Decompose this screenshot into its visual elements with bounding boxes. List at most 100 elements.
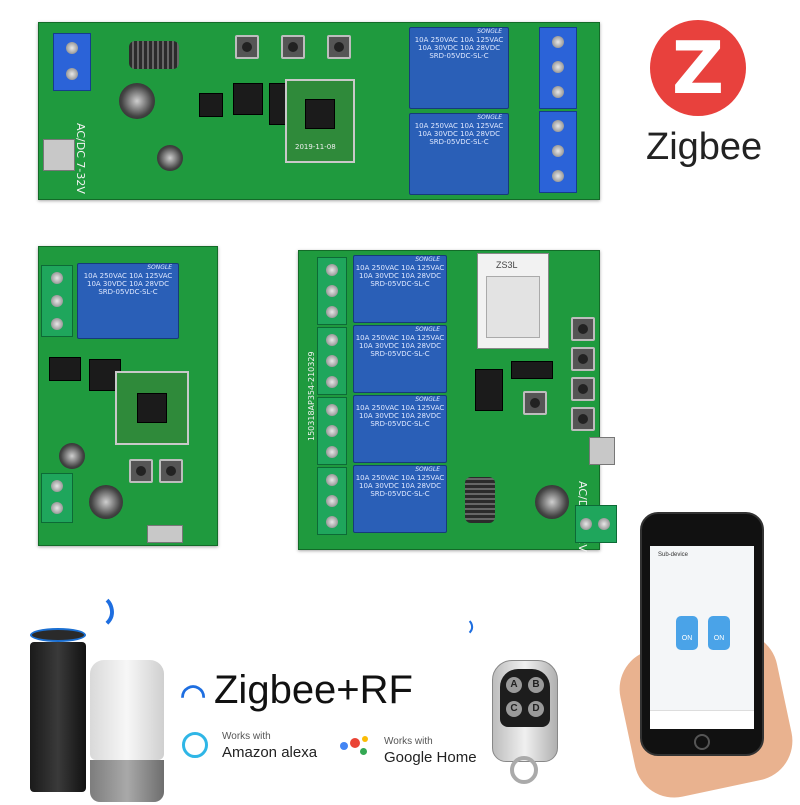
google-assistant-icon: [340, 734, 372, 758]
relay: SONGLE 10A 250VAC 10A 125VAC 10A 30VDC 1…: [409, 27, 509, 109]
rf-remote: A B C D: [492, 660, 558, 762]
output-terminal: [539, 111, 577, 193]
remote-button-c: C: [506, 701, 522, 717]
relay-rating: 10A 250VAC 10A 125VAC 10A 30VDC 10A 28VD…: [355, 474, 445, 498]
home-base: [90, 760, 164, 802]
relay-brand: SONGLE: [477, 114, 502, 121]
ic-chip: [233, 83, 263, 115]
relay: SONGLE 10A 250VAC 10A 125VAC 10A 30VDC 1…: [353, 325, 447, 393]
keyring-icon: [510, 756, 538, 784]
module-code: 2019-11-08: [295, 143, 336, 151]
switch-button-1[interactable]: ON: [676, 616, 698, 650]
ic-chip: [511, 361, 553, 379]
micro-usb-port: [43, 139, 75, 171]
alexa-brand-name: Amazon alexa: [222, 744, 318, 761]
top-relay-board: AC/DC 7-32V 2019-11-08 SONGLE 10A 250VAC…: [38, 22, 600, 200]
alexa-works-with: Works with: [222, 731, 271, 742]
push-button: [523, 391, 547, 415]
zigbee-logo-mark: Z: [671, 26, 725, 110]
ic-chip: [49, 357, 81, 381]
relay: SONGLE 10A 250VAC 10A 125VAC 10A 30VDC 1…: [353, 465, 447, 533]
remote-face: A B C D: [500, 669, 550, 727]
relay: SONGLE 10A 250VAC 10A 125VAC 10A 30VDC 1…: [353, 395, 447, 463]
micro-usb-port: [147, 525, 183, 543]
antenna-coil: [129, 41, 179, 69]
output-terminal: [317, 397, 347, 465]
single-relay-board: SONGLE 10A 250VAC 10A 125VAC 10A 30VDC 1…: [38, 246, 218, 546]
relay-rating: 10A 250VAC 10A 125VAC 10A 30VDC 10A 28VD…: [414, 36, 504, 60]
relay: SONGLE 10A 250VAC 10A 125VAC 10A 30VDC 1…: [353, 255, 447, 323]
zigbee-module: 2019-11-08: [285, 79, 355, 163]
wifi-icon: ◝: [81, 592, 128, 639]
capacitor: [119, 83, 155, 119]
push-button: [571, 407, 595, 431]
remote-button-a: A: [506, 677, 522, 693]
output-terminal: [41, 265, 73, 337]
relay-brand: SONGLE: [415, 256, 440, 263]
phone-screen: Sub-device ON ON: [650, 546, 754, 729]
power-silkscreen: AC/DC 7-32V: [74, 123, 87, 194]
push-button: [159, 459, 183, 483]
relay-brand: SONGLE: [415, 326, 440, 333]
push-button: [281, 35, 305, 59]
zigbee-module: [115, 371, 189, 445]
relay-rating: 10A 250VAC 10A 125VAC 10A 30VDC 10A 28VD…: [355, 264, 445, 288]
relay-rating: 10A 250VAC 10A 125VAC 10A 30VDC 10A 28VD…: [83, 272, 173, 296]
app-header-title: Sub-device: [658, 552, 689, 558]
remote-button-b: B: [528, 677, 544, 693]
relay: SONGLE 10A 250VAC 10A 125VAC 10A 30VDC 1…: [409, 113, 509, 195]
micro-usb-port: [589, 437, 615, 465]
ic-chip: [475, 369, 503, 411]
relay-rating: 10A 250VAC 10A 125VAC 10A 30VDC 10A 28VD…: [355, 404, 445, 428]
push-button: [327, 35, 351, 59]
relay-brand: SONGLE: [415, 396, 440, 403]
google-home-speaker: [90, 660, 164, 802]
alexa-logo-icon: [182, 732, 208, 758]
relay-brand: SONGLE: [477, 28, 502, 35]
push-button: [235, 35, 259, 59]
relay: SONGLE 10A 250VAC 10A 125VAC 10A 30VDC 1…: [77, 263, 179, 339]
relay-rating: 10A 250VAC 10A 125VAC 10A 30VDC 10A 28VD…: [355, 334, 445, 358]
power-terminal: [53, 33, 91, 91]
output-terminal: [317, 327, 347, 395]
ic-chip: [199, 93, 223, 117]
capacitor: [59, 443, 85, 469]
antenna-coil: [465, 477, 495, 523]
switch-button-2[interactable]: ON: [708, 616, 730, 650]
echo-light-ring: [30, 628, 86, 642]
module-shield: [486, 276, 540, 338]
zigbee-module: ZS3L: [477, 253, 549, 349]
capacitor-small: [157, 145, 183, 171]
relay-brand: SONGLE: [415, 466, 440, 473]
echo-body: [30, 642, 86, 792]
google-works-with: Works with: [384, 736, 433, 747]
relay-rating: 10A 250VAC 10A 125VAC 10A 30VDC 10A 28VD…: [414, 122, 504, 146]
output-terminal: [539, 27, 577, 109]
wifi-icon: ◝: [456, 616, 481, 641]
four-relay-board: 150318AP354-210329 SONGLE 10A 250VAC 10A…: [298, 250, 617, 552]
module-label: ZS3L: [496, 260, 518, 270]
smartphone: Sub-device ON ON: [640, 512, 764, 756]
remote-button-d: D: [528, 701, 544, 717]
home-body: [90, 660, 164, 760]
output-terminal: [317, 257, 347, 325]
amazon-echo-speaker: [30, 628, 86, 792]
power-terminal: [575, 505, 617, 543]
push-button: [571, 347, 595, 371]
push-button: [571, 377, 595, 401]
wifi-icon: ◠: [180, 679, 207, 712]
push-button: [129, 459, 153, 483]
app-tab-bar: [650, 710, 754, 729]
google-brand-name: Google Home: [384, 749, 477, 766]
headline-zigbee-rf: Zigbee+RF: [214, 668, 413, 712]
relay-brand: SONGLE: [147, 264, 172, 271]
push-button: [571, 317, 595, 341]
home-button: [694, 734, 710, 750]
board-code-silkscreen: 150318AP354-210329: [307, 351, 316, 441]
output-terminal: [317, 467, 347, 535]
capacitor: [535, 485, 569, 519]
zigbee-logo-icon: Z: [650, 20, 746, 116]
capacitor: [89, 485, 123, 519]
zigbee-logo-text: Zigbee: [646, 126, 763, 168]
power-terminal: [41, 473, 73, 523]
